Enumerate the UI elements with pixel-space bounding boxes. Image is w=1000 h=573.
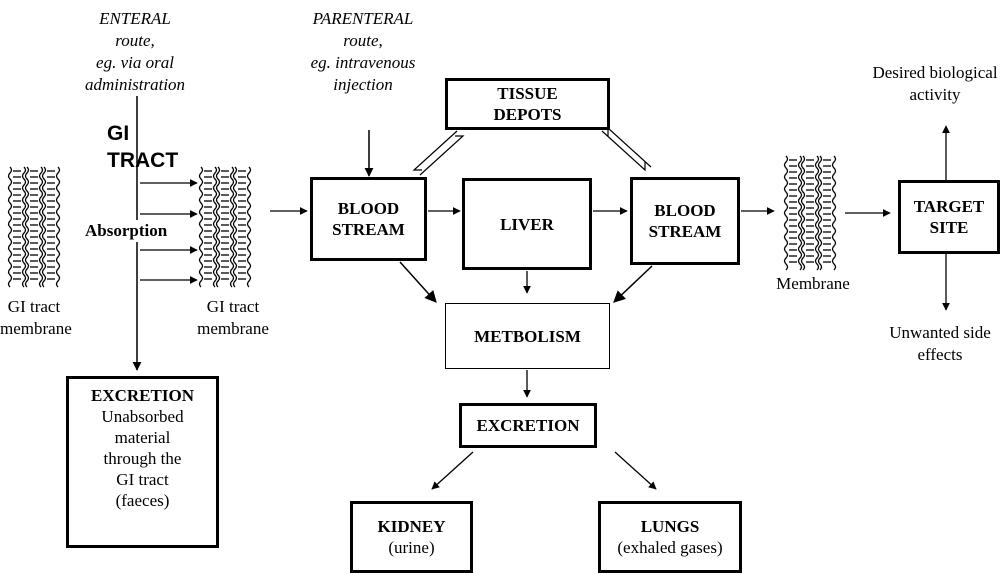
gi-tract-membrane-left-graphic — [7, 166, 61, 288]
membrane-wave-line — [198, 166, 204, 288]
target-membrane-graphic — [783, 155, 837, 271]
parenteral-route-label: PARENTERAL route, eg. intravenous inject… — [293, 8, 433, 96]
excretion-gi-title: EXCRETION — [91, 386, 194, 405]
membrane-right-label: Membrane — [776, 274, 850, 293]
kidney-box: KIDNEY (urine) — [350, 501, 473, 573]
blood-stream-right-line-2: STREAM — [648, 222, 722, 241]
membrane-wave-line — [41, 166, 47, 288]
liver-box: LIVER — [462, 178, 592, 270]
membrane-wave-line — [24, 166, 30, 288]
equilibrium-arrows-right — [601, 126, 652, 172]
parenteral-line-2: route, — [343, 31, 383, 50]
metabolism-label: METBOLISM — [474, 326, 581, 346]
lungs-title: LUNGS — [640, 517, 700, 536]
lungs-note: (exhaled gases) — [617, 538, 723, 557]
parenteral-line-1: PARENTERAL — [312, 9, 414, 28]
blood-stream-left-line-1: BLOOD — [337, 199, 400, 218]
membrane-wave-line — [800, 155, 806, 271]
membrane-wave-line — [215, 166, 221, 288]
enteral-line-1: ENTERAL — [99, 9, 171, 28]
membrane-wave-line — [831, 155, 837, 271]
desired-line-1: Desired biological — [872, 63, 998, 82]
desired-line-2: activity — [909, 85, 961, 104]
membrane-wave-line — [55, 166, 61, 288]
membrane-wave-line — [232, 166, 238, 288]
gi-tract-label: GI TRACT — [107, 120, 178, 174]
parenteral-line-3: eg. intravenous — [310, 53, 416, 72]
gi-membrane-left-line-1: GI tract — [7, 297, 61, 316]
excretion-label: EXCRETION — [476, 416, 580, 435]
target-site-box: TARGET SITE — [898, 180, 1000, 254]
tissue-depots-box: TISSUE DEPOTS — [445, 78, 610, 130]
gi-tract-membrane-middle-graphic — [198, 166, 252, 288]
excretion-gi-line-5: (faeces) — [115, 491, 170, 510]
arrow-excretion-to-kidney — [431, 451, 474, 490]
blood-stream-right-line-1: BLOOD — [654, 201, 716, 220]
excretion-box: EXCRETION — [459, 403, 597, 448]
tissue-depots-line-2: DEPOTS — [493, 105, 562, 124]
enteral-line-2: route, — [115, 31, 155, 50]
arrow-blood-left-to-metabolism — [399, 261, 437, 303]
membrane-wave-line — [212, 166, 218, 288]
membrane-wave-line — [814, 155, 820, 271]
unwanted-effects-label: Unwanted side effects — [880, 322, 1000, 366]
desired-activity-label: Desired biological activity — [870, 62, 1000, 106]
gi-membrane-middle-label: GI tract membrane — [188, 296, 278, 340]
excretion-gi-line-2: material — [114, 428, 171, 447]
equilibrium-arrows-left — [412, 130, 465, 176]
enteral-line-3: eg. via oral — [96, 53, 174, 72]
excretion-gi-box: EXCRETION Unabsorbed material through th… — [66, 376, 219, 548]
lungs-box: LUNGS (exhaled gases) — [598, 501, 742, 573]
target-site-line-1: TARGET — [913, 197, 985, 216]
parenteral-line-4: injection — [333, 75, 393, 94]
tissue-depots-line-1: TISSUE — [497, 84, 558, 103]
kidney-note: (urine) — [388, 538, 435, 557]
gi-membrane-middle-line-1: GI tract — [206, 297, 260, 316]
arrow-excretion-to-lungs — [614, 451, 657, 490]
absorption-label: Absorption — [84, 220, 169, 242]
arrow-blood-right-to-metabolism — [613, 265, 653, 303]
unwanted-line-2: effects — [917, 345, 963, 364]
gi-membrane-left-line-2: membrane — [0, 319, 72, 338]
membrane-wave-line — [783, 155, 789, 271]
gi-tract-line-2: TRACT — [107, 149, 179, 172]
gi-membrane-middle-line-2: membrane — [197, 319, 269, 338]
target-site-line-2: SITE — [929, 218, 969, 237]
membrane-wave-line — [7, 166, 13, 288]
enteral-line-4: administration — [84, 75, 186, 94]
excretion-gi-line-3: through the — [103, 449, 182, 468]
absorption-arrows — [140, 179, 198, 284]
gi-tract-line-1: GI — [107, 122, 130, 145]
kidney-title: KIDNEY — [377, 517, 446, 536]
enteral-route-label: ENTERAL route, eg. via oral administrati… — [60, 8, 210, 96]
membrane-wave-line — [797, 155, 803, 271]
membrane-wave-line — [246, 166, 252, 288]
membrane-wave-line — [229, 166, 235, 288]
blood-stream-left-line-2: STREAM — [332, 220, 405, 239]
liver-label: LIVER — [500, 214, 554, 234]
blood-stream-right-box: BLOOD STREAM — [630, 177, 740, 265]
blood-stream-left-box: BLOOD STREAM — [310, 177, 427, 261]
unwanted-line-1: Unwanted side — [889, 323, 991, 342]
excretion-gi-line-4: GI tract — [116, 470, 169, 489]
gi-membrane-left-label: GI tract membrane — [0, 296, 72, 340]
membrane-wave-line — [817, 155, 823, 271]
metabolism-box: METBOLISM — [445, 303, 610, 369]
excretion-gi-line-1: Unabsorbed — [101, 407, 184, 426]
membrane-wave-line — [21, 166, 27, 288]
membrane-wave-line — [38, 166, 44, 288]
